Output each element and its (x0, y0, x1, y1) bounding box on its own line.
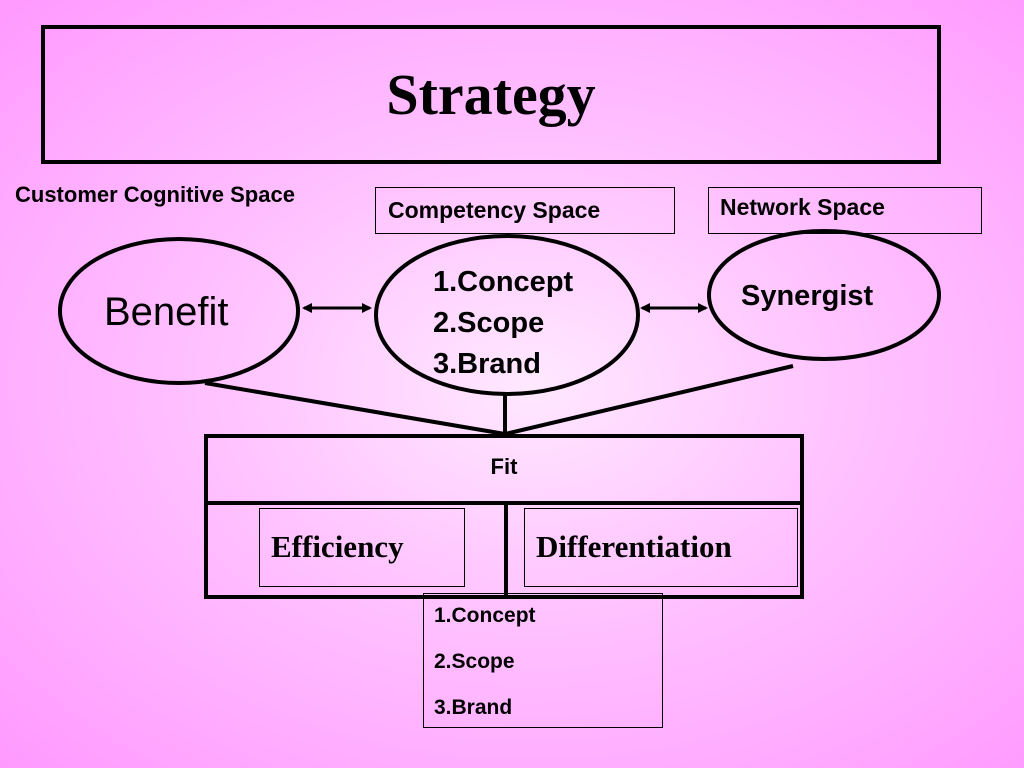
competency-item-concept: 1.Concept (433, 266, 574, 298)
efficiency-box: Efficiency (259, 508, 465, 587)
fit-header: Fit (208, 438, 800, 505)
competency-space-label: Competency Space (388, 197, 601, 223)
benefit-ellipse (58, 237, 300, 385)
bottom-item-concept: 1.Concept (434, 604, 536, 627)
competency-item-brand: 3.Brand (433, 348, 541, 380)
fit-label: Fit (490, 454, 518, 479)
benefit-to-fit-line (204, 381, 506, 436)
diagram-title: Strategy (386, 62, 596, 127)
synergist-label: Synergist (741, 280, 874, 312)
network-space-label: Network Space (720, 194, 885, 220)
efficiency-label: Efficiency (271, 529, 404, 564)
competency-items: 1.Concept 2.Scope 3.Brand (433, 262, 573, 385)
bottom-list-box: 1.Concept 2.Scope 3.Brand (423, 593, 663, 728)
fit-divider (504, 505, 508, 595)
competency-item-scope: 2.Scope (433, 307, 545, 339)
title-box: Strategy (41, 25, 941, 164)
bottom-item-scope: 2.Scope (434, 650, 515, 673)
synergist-ellipse (707, 229, 941, 361)
differentiation-box: Differentiation (524, 508, 798, 587)
bottom-item-brand: 3.Brand (434, 696, 513, 719)
fit-box: Fit Efficiency Differentiation (204, 434, 804, 599)
differentiation-label: Differentiation (536, 529, 732, 564)
competency-space-box: Competency Space (375, 187, 675, 234)
customer-cognitive-space-label: Customer Cognitive Space (15, 182, 295, 207)
synergist-to-fit-line (504, 364, 794, 436)
benefit-label: Benefit (104, 290, 229, 334)
